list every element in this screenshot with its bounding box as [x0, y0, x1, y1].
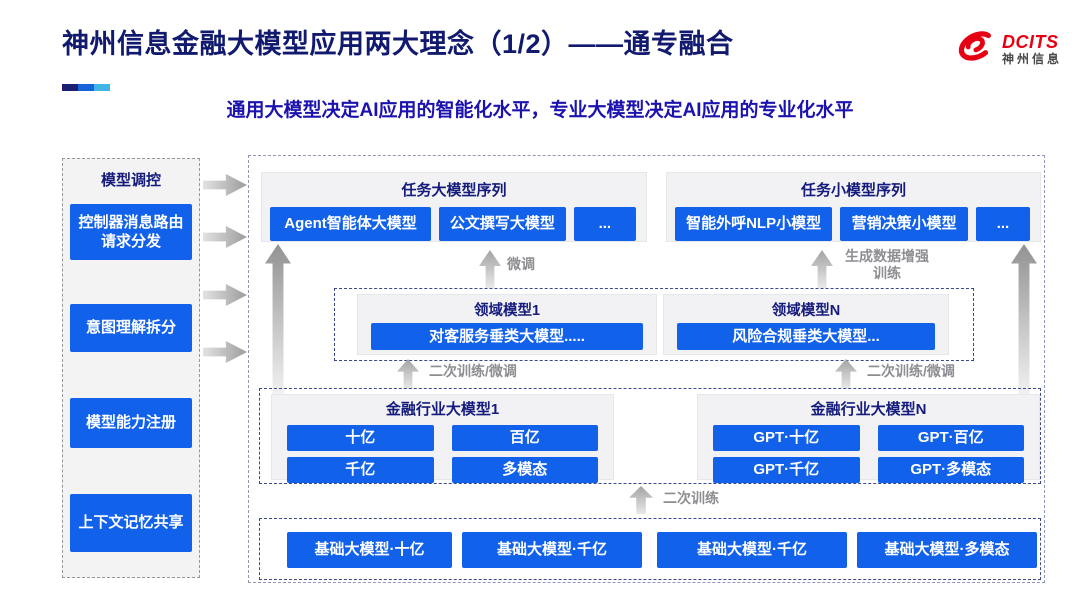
big-up-arrow-left	[265, 244, 291, 394]
domain-model-n-title: 领域模型N	[771, 303, 841, 319]
sidebar-item-intent: 意图理解拆分	[70, 304, 192, 352]
flow-arrow-right-1	[203, 174, 247, 196]
fine-tune-label: 微调	[507, 256, 535, 272]
sidebar-item-context: 上下文记忆共享	[70, 494, 192, 552]
domain-model-1-title: 领域模型1	[473, 303, 541, 319]
retrain-label: 二次训练	[663, 490, 719, 506]
flow-arrow-right-2	[203, 226, 247, 248]
gen-data-arrow	[811, 250, 833, 288]
page-subtitle: 通用大模型决定AI应用的智能化水平，专业大模型决定AI应用的专业化水平	[226, 100, 854, 121]
dcits-logo: DCITS 神州信息	[950, 24, 1062, 75]
accent-segment-blue	[78, 84, 94, 91]
risk-compliance-model-button: 风险合规垂类大模型...	[677, 323, 935, 350]
task-large-title: 任务大模型序列	[401, 182, 507, 199]
industry-model-1-title: 金融行业大模型1	[385, 401, 500, 418]
accent-bar	[62, 84, 110, 91]
customer-service-model-button: 对客服务垂类大模型.....	[371, 323, 643, 350]
retrain-ft-label-right: 二次训练/微调	[867, 363, 955, 379]
domain-models-box: 领域模型1 对客服务垂类大模型..... 领域模型N 风险合规垂类大模型...	[334, 288, 974, 361]
domain-model-1-panel: 领域模型1 对客服务垂类大模型.....	[357, 294, 657, 355]
logo-cn-name: 神州信息	[1001, 51, 1062, 66]
scale-1b-button: 十亿	[287, 425, 434, 451]
flow-arrow-right-3	[203, 284, 247, 306]
gpt-100b-button: GPT·千亿	[713, 457, 860, 483]
foundation-100b-button-2: 基础大模型·千亿	[657, 532, 847, 568]
industry-model-n-panel: 金融行业大模型N GPT·十亿 GPT·百亿 GPT·千亿 GPT·多模态	[697, 394, 1040, 483]
nlp-outbound-model-button: 智能外呼NLP小模型	[675, 207, 833, 241]
sidebar-item-router: 控制器消息路由请求分发	[70, 204, 192, 260]
industry-model-n-title: 金融行业大模型N	[810, 401, 927, 418]
dcits-swirl-icon	[950, 24, 996, 75]
retrain-ft-arrow-right	[835, 359, 857, 389]
foundation-models-box: 基础大模型·十亿 基础大模型·千亿 基础大模型·千亿 基础大模型·多模态	[259, 518, 1041, 580]
sidebar-item-register: 模型能力注册	[70, 398, 192, 448]
gpt-multimodal-button: GPT·多模态	[877, 457, 1024, 483]
marketing-model-button: 营销决策小模型	[840, 207, 968, 241]
task-small-model-panel: 任务小模型序列 智能外呼NLP小模型 营销决策小模型 ...	[666, 172, 1041, 242]
domain-model-n-panel: 领域模型N 风险合规垂类大模型...	[663, 294, 949, 355]
agent-large-model-button: Agent智能体大模型	[270, 207, 431, 241]
foundation-multimodal-button: 基础大模型·多模态	[857, 532, 1037, 568]
model-architecture-box: 任务大模型序列 Agent智能体大模型 公文撰写大模型 ... 任务小模型序列 …	[248, 155, 1045, 583]
foundation-100b-button-1: 基础大模型·千亿	[462, 532, 642, 568]
task-small-title: 任务小模型序列	[800, 182, 906, 199]
logo-name: DCITS	[1001, 32, 1059, 52]
task-large-more-button: ...	[573, 207, 636, 241]
foundation-1b-button: 基础大模型·十亿	[287, 532, 452, 568]
doc-writing-model-button: 公文撰写大模型	[438, 207, 566, 241]
scale-10b-button: 百亿	[451, 425, 598, 451]
page-title: 神州信息金融大模型应用两大理念（1/2）——通专融合	[62, 29, 734, 59]
scale-multimodal-button: 多模态	[451, 457, 598, 483]
retrain-ft-arrow-left	[397, 359, 419, 389]
accent-segment-cyan	[94, 84, 110, 91]
model-control-sidebar: 模型调控 控制器消息路由请求分发 意图理解拆分 模型能力注册 上下文记忆共享	[62, 158, 200, 578]
task-small-more-button: ...	[975, 207, 1030, 241]
sidebar-title: 模型调控	[100, 172, 161, 189]
fine-tune-arrow	[479, 250, 501, 288]
retrain-ft-label-left: 二次训练/微调	[429, 363, 517, 379]
big-up-arrow-right	[1011, 244, 1037, 394]
flow-arrow-right-4	[203, 341, 247, 363]
industry-models-box: 金融行业大模型1 十亿 百亿 千亿 多模态 金融行业大模型N GPT·十亿 GP…	[259, 388, 1041, 484]
gpt-1b-button: GPT·十亿	[713, 425, 860, 451]
scale-100b-button: 千亿	[287, 457, 434, 483]
task-large-model-panel: 任务大模型序列 Agent智能体大模型 公文撰写大模型 ...	[261, 172, 647, 242]
accent-segment-dark	[62, 84, 78, 91]
retrain-arrow	[629, 486, 653, 514]
gpt-10b-button: GPT·百亿	[877, 425, 1024, 451]
industry-model-1-panel: 金融行业大模型1 十亿 百亿 千亿 多模态	[271, 394, 614, 483]
gen-data-label: 生成数据增强训练	[845, 248, 929, 281]
